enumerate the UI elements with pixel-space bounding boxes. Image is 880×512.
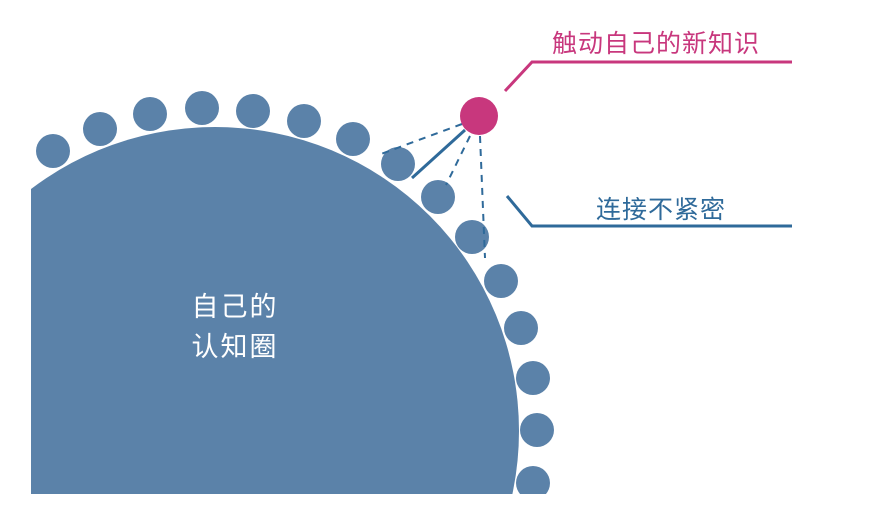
cognition-circle-label: 自己的 认知圈 [170, 288, 300, 368]
knowledge-node [421, 180, 455, 214]
knowledge-node [336, 122, 370, 156]
knowledge-node [185, 91, 219, 125]
knowledge-node [236, 94, 270, 128]
knowledge-node [455, 220, 489, 254]
knowledge-node [83, 112, 117, 146]
knowledge-node [381, 147, 415, 181]
loose-connection-label: 连接不紧密 [596, 195, 727, 224]
new-knowledge-label: 触动自己的新知识 [552, 29, 761, 58]
connection-lines [380, 123, 486, 259]
cognition-circle [31, 127, 519, 494]
knowledge-nodes [36, 91, 554, 494]
knowledge-node [133, 97, 167, 131]
cognition-label-line1: 自己的 [191, 292, 279, 323]
new-knowledge-dot [460, 97, 498, 135]
knowledge-node [287, 104, 321, 138]
new-knowledge-leader-line [503, 60, 792, 93]
knowledge-node [520, 413, 554, 447]
knowledge-node [504, 311, 538, 345]
knowledge-node [36, 134, 70, 168]
cognition-label-line2: 认知圈 [191, 332, 279, 363]
knowledge-node [484, 264, 518, 298]
knowledge-node [516, 361, 550, 395]
solid-connection [410, 128, 467, 180]
knowledge-node [516, 466, 550, 494]
dashed-connection [380, 123, 463, 155]
dashed-connection [445, 135, 471, 186]
loose-connection-leader-line [505, 195, 792, 228]
